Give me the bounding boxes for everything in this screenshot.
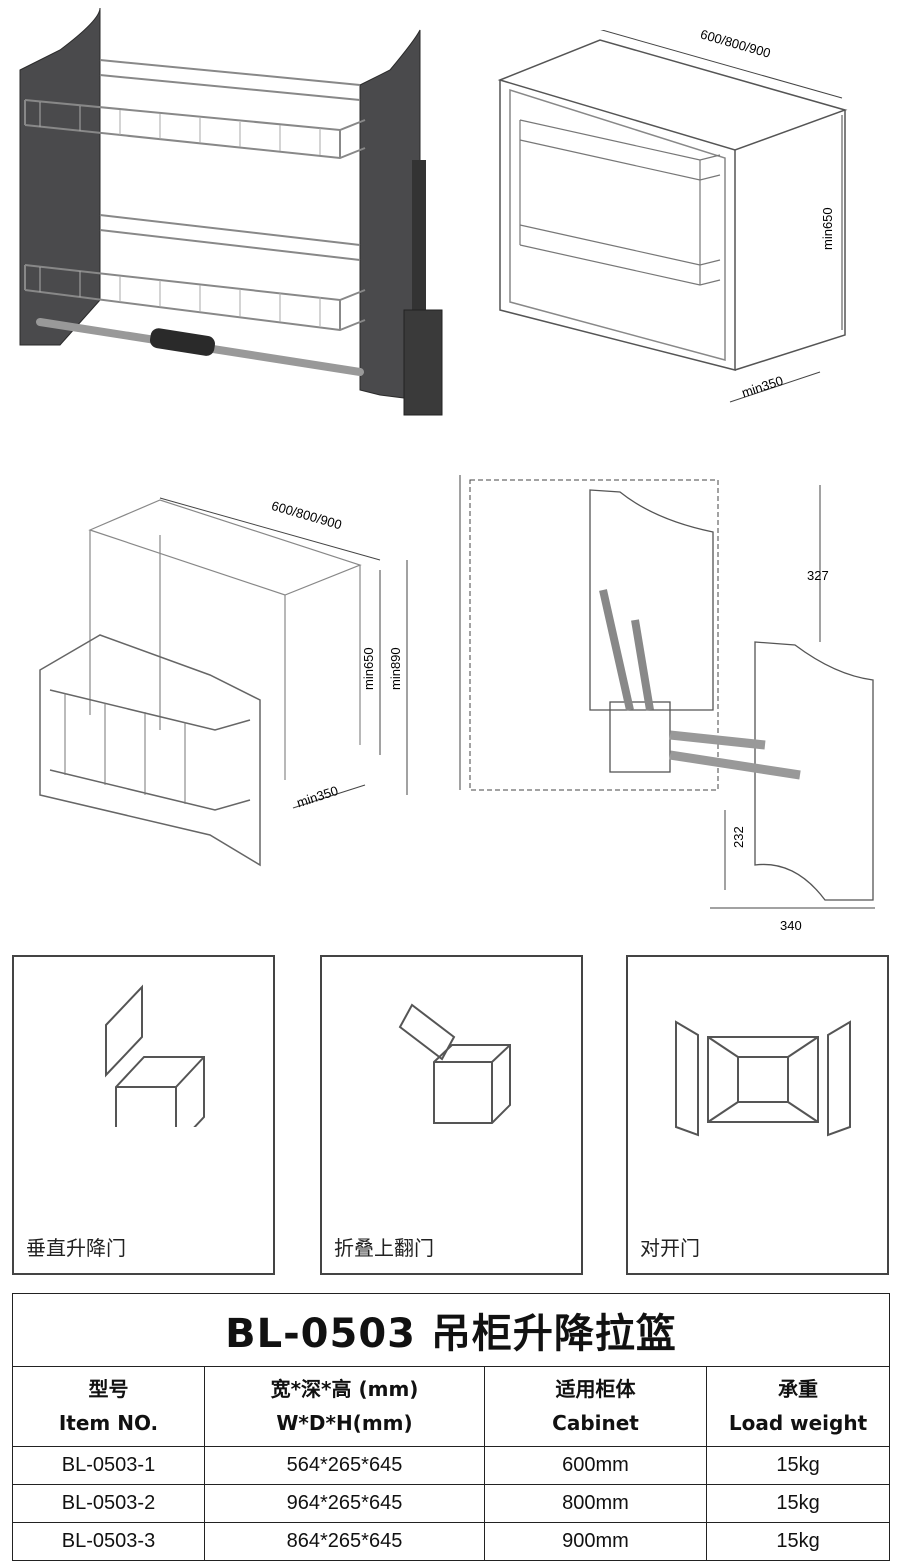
cell-item-no: BL-0503-1 xyxy=(12,1445,205,1485)
table-title: BL-0503 吊柜升降拉篮 xyxy=(11,1292,891,1368)
header-cabinet: 适用柜体 Cabinet xyxy=(484,1366,707,1447)
header-en: Load weight xyxy=(728,1411,868,1436)
side-mechanism-diagram: 327 232 340 xyxy=(459,475,875,933)
table-row: BL-0503-2 964*265*645 800mm 15kg xyxy=(12,1483,891,1523)
cell-item-no: BL-0503-2 xyxy=(12,1483,205,1523)
door-type-fold-up: 折叠上翻门 xyxy=(320,955,583,1275)
door-type-label: 对开门 xyxy=(640,1236,700,1260)
dim-depth-label: min350 xyxy=(740,373,785,400)
dim-340-label: 340 xyxy=(780,918,802,933)
cell-cabinet: 900mm xyxy=(484,1521,707,1561)
header-item-no: 型号 Item NO. xyxy=(12,1366,205,1447)
cell-dimensions: 864*265*645 xyxy=(204,1521,485,1561)
product-render xyxy=(19,7,443,416)
dim-232-label: 232 xyxy=(731,826,746,848)
vertical-lift-door-icon xyxy=(105,984,205,1127)
cell-cabinet: 600mm xyxy=(484,1445,707,1485)
cell-item-no: BL-0503-3 xyxy=(12,1521,205,1561)
dim-height2-label: min890 xyxy=(388,647,403,690)
header-cn: 宽*深*高 (mm) xyxy=(270,1377,419,1402)
dim-height-label: min650 xyxy=(820,207,835,250)
cabinet-diagram-top: 600/800/900 min650 min350 xyxy=(497,30,848,403)
dim-327-label: 327 xyxy=(807,568,829,583)
header-cn: 承重 xyxy=(778,1377,819,1402)
spec-table: BL-0503 吊柜升降拉篮 型号 Item NO. 宽*深*高 (mm) W*… xyxy=(11,1292,891,1561)
table-row: BL-0503-3 864*265*645 900mm 15kg xyxy=(12,1521,891,1561)
header-en: Cabinet xyxy=(552,1411,639,1436)
door-type-double: 对开门 xyxy=(626,955,889,1275)
cell-load: 15kg xyxy=(705,1483,891,1523)
header-dimensions: 宽*深*高 (mm) W*D*H(mm) xyxy=(204,1366,485,1447)
double-door-icon xyxy=(675,1020,851,1137)
header-cn: 型号 xyxy=(88,1377,129,1402)
dim-width-label-2: 600/800/900 xyxy=(270,498,344,532)
cell-cabinet: 800mm xyxy=(484,1483,707,1523)
fold-up-door-icon xyxy=(398,1003,511,1124)
dim-width-label: 600/800/900 xyxy=(699,30,773,61)
dim-depth-label-2: min350 xyxy=(295,783,340,810)
header-cn: 适用柜体 xyxy=(555,1377,636,1402)
dim-height-label-2: min650 xyxy=(361,647,376,690)
cell-load: 15kg xyxy=(705,1521,891,1561)
installed-diagram: 600/800/900 min650 min890 min350 xyxy=(39,497,408,867)
header-en: Item NO. xyxy=(58,1411,159,1436)
cell-dimensions: 564*265*645 xyxy=(204,1445,485,1485)
door-type-label: 折叠上翻门 xyxy=(334,1236,434,1260)
table-row: BL-0503-1 564*265*645 600mm 15kg xyxy=(12,1445,891,1485)
header-load-weight: 承重 Load weight xyxy=(705,1366,891,1447)
door-type-label: 垂直升降门 xyxy=(26,1236,126,1260)
cell-dimensions: 964*265*645 xyxy=(204,1483,485,1523)
cell-load: 15kg xyxy=(705,1445,891,1485)
header-en: W*D*H(mm) xyxy=(276,1411,413,1436)
door-type-vertical-lift: 垂直升降门 xyxy=(12,955,275,1275)
